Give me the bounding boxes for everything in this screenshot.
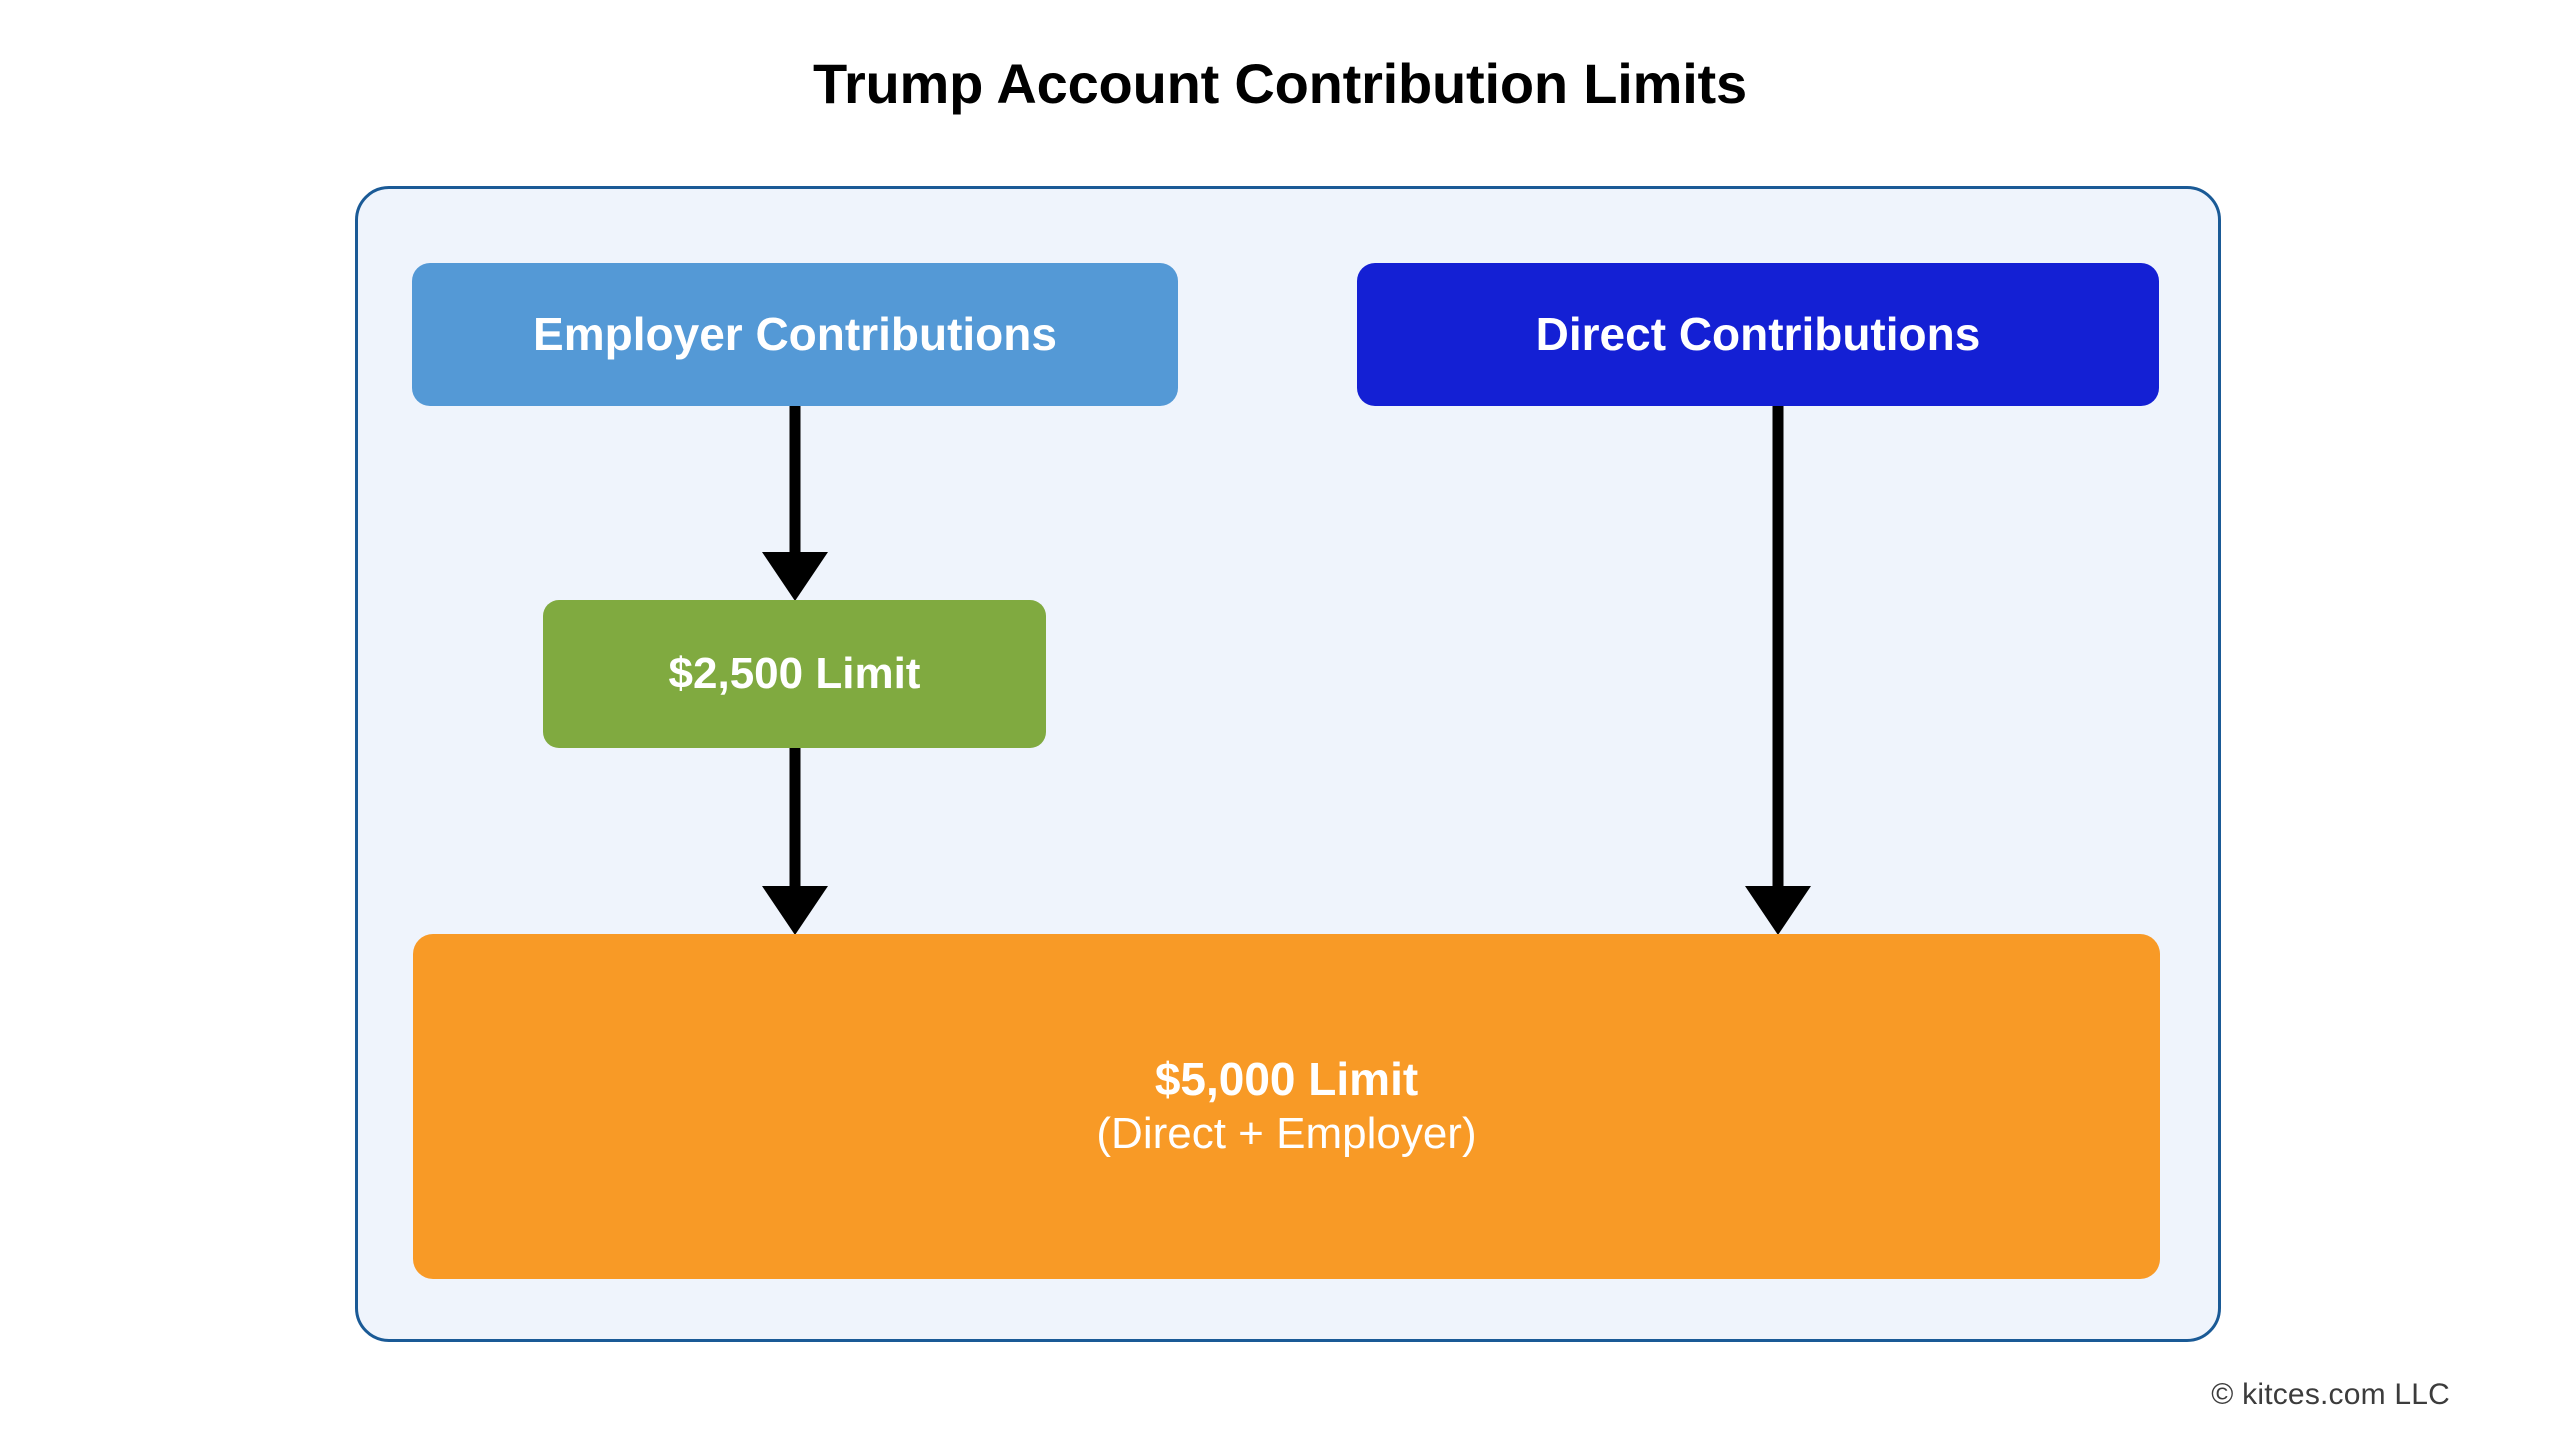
node-limit-5000-sublabel: (Direct + Employer) [1096, 1108, 1477, 1158]
node-limit-2500-label: $2,500 Limit [668, 648, 921, 698]
node-direct-contributions: Direct Contributions [1357, 263, 2159, 406]
node-employer-label: Employer Contributions [533, 308, 1057, 361]
node-limit-5000: $5,000 Limit (Direct + Employer) [413, 934, 2160, 1279]
node-direct-label: Direct Contributions [1535, 308, 1981, 361]
page-title: Trump Account Contribution Limits [813, 52, 1747, 115]
node-limit-2500: $2,500 Limit [543, 600, 1046, 748]
node-limit-5000-label: $5,000 Limit [1154, 1052, 1419, 1105]
footer-credit: © kitces.com LLC [2211, 1378, 2450, 1411]
node-employer-contributions: Employer Contributions [412, 263, 1178, 406]
